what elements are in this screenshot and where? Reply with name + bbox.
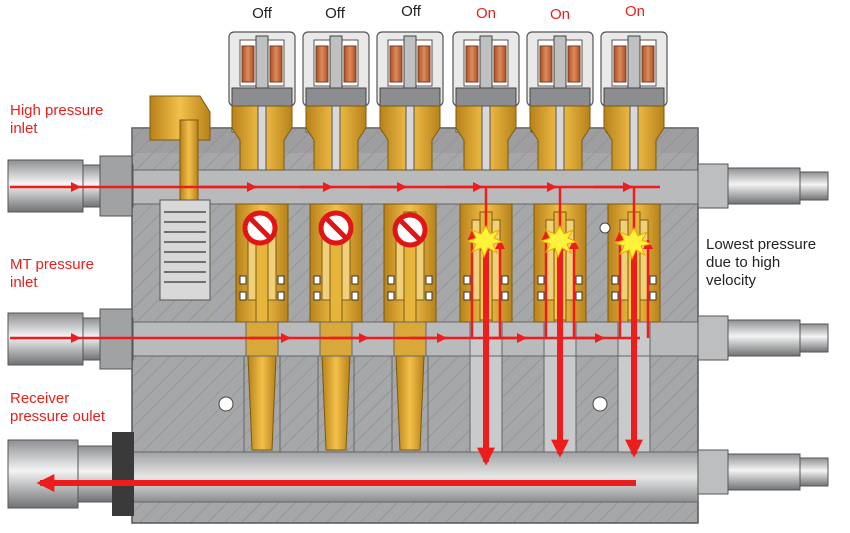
open-valve-flows [467, 187, 653, 338]
burst-symbols [465, 224, 653, 261]
blocked-icon [392, 212, 428, 248]
blocked-icon [242, 210, 278, 246]
blocked-symbols [242, 210, 428, 248]
burst-icon [465, 224, 505, 259]
valve-state-6: On [624, 3, 645, 20]
receiver-outlet-fitting [7, 432, 134, 516]
burst-icon [539, 224, 579, 259]
valve-state-4: On [475, 5, 496, 22]
right-fitting-bottom [697, 449, 829, 495]
right-fitting-top [697, 163, 829, 209]
blocked-icon [318, 210, 354, 246]
valve-state-1: Off [252, 5, 272, 22]
solenoid-valve [228, 31, 296, 453]
receiver-gallery [131, 451, 699, 503]
check-valve-spring [149, 95, 211, 301]
valve-state-2: Off [325, 5, 345, 22]
body-holes [218, 222, 611, 412]
valve-state-5: On [549, 6, 570, 23]
burst-icon [613, 226, 653, 261]
discharge-flows [36, 240, 643, 492]
valve-state-3: Off [401, 3, 421, 20]
right-fitting-middle [697, 315, 829, 361]
